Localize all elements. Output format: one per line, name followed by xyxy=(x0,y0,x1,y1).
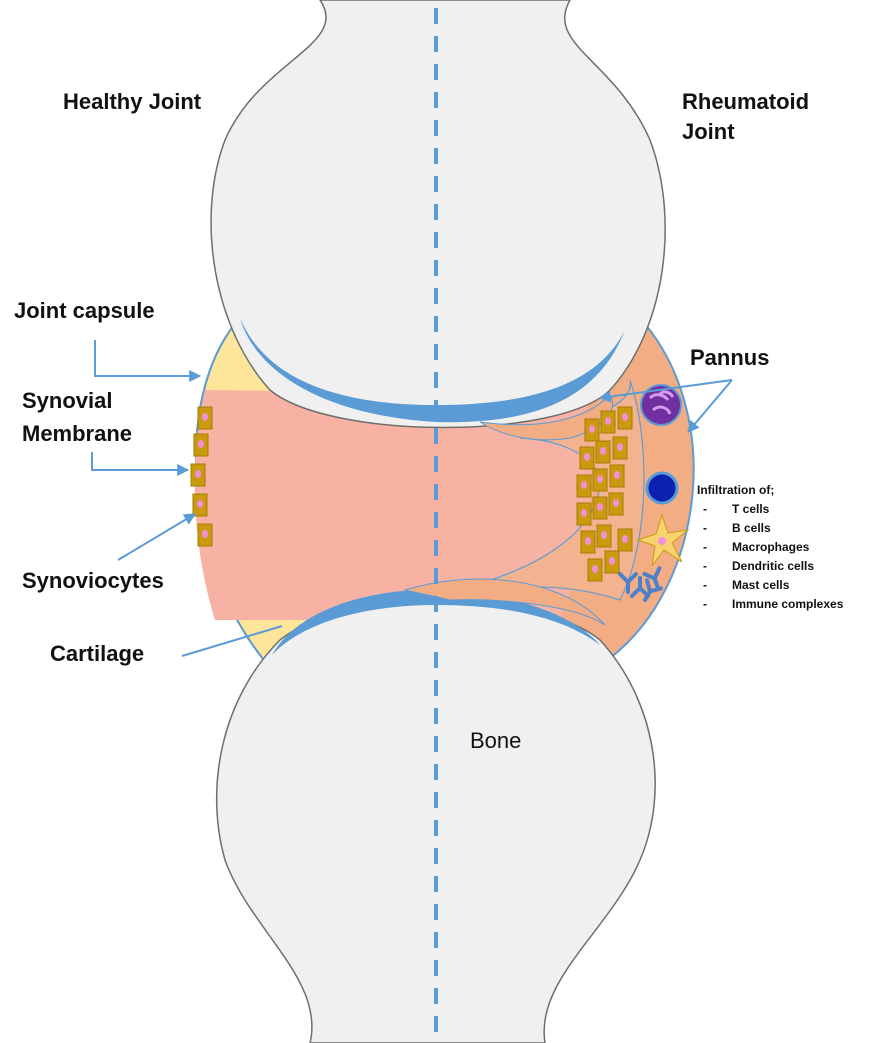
pannus-label: Pannus xyxy=(690,344,769,372)
synoviocyte-icon xyxy=(588,559,602,581)
synoviocyte-icon xyxy=(585,419,599,441)
bone-top xyxy=(211,0,665,428)
synoviocyte-icon xyxy=(593,497,607,519)
lymphocyte-icon xyxy=(647,473,677,503)
synoviocyte-icon xyxy=(601,411,615,433)
synoviocyte-icon xyxy=(593,469,607,491)
list-item: T cells xyxy=(697,500,843,519)
joint-capsule-label: Joint capsule xyxy=(14,297,155,325)
infiltration-heading: Infiltration of; xyxy=(697,481,774,500)
infiltration-list: T cells B cells Macrophages Dendritic ce… xyxy=(697,500,843,614)
synoviocyte-icon xyxy=(613,437,627,459)
healthy-joint-label: Healthy Joint xyxy=(63,88,201,116)
list-item: Macrophages xyxy=(697,538,843,557)
synoviocytes-label: Synoviocytes xyxy=(22,567,164,595)
list-item: Immune complexes xyxy=(697,595,843,614)
synoviocyte-icon xyxy=(198,407,212,429)
synoviocyte-icon xyxy=(198,524,212,546)
rheumatoid-joint-label-line1: Rheumatoid xyxy=(682,88,809,116)
synoviocyte-icon xyxy=(609,493,623,515)
synoviocyte-icon xyxy=(596,441,610,463)
bone-label: Bone xyxy=(470,728,521,754)
list-item: Mast cells xyxy=(697,576,843,595)
synovial-membrane-label-line1: Synovial xyxy=(22,387,112,415)
cartilage-label: Cartilage xyxy=(50,640,144,668)
synoviocyte-icon xyxy=(581,531,595,553)
synoviocyte-icon xyxy=(618,407,632,429)
list-item: Dendritic cells xyxy=(697,557,843,576)
synoviocyte-icon xyxy=(577,475,591,497)
synoviocyte-icon xyxy=(191,464,205,486)
synovial-membrane-label-line2: Membrane xyxy=(22,420,132,448)
synoviocyte-icon xyxy=(580,447,594,469)
synoviocyte-icon xyxy=(610,465,624,487)
synoviocyte-icon xyxy=(605,551,619,573)
list-item: B cells xyxy=(697,519,843,538)
synoviocyte-icon xyxy=(194,434,208,456)
synoviocyte-icon xyxy=(618,529,632,551)
rheumatoid-joint-label-line2: Joint xyxy=(682,118,735,146)
synoviocyte-icon xyxy=(577,503,591,525)
synoviocyte-icon xyxy=(597,525,611,547)
synoviocyte-icon xyxy=(193,494,207,516)
